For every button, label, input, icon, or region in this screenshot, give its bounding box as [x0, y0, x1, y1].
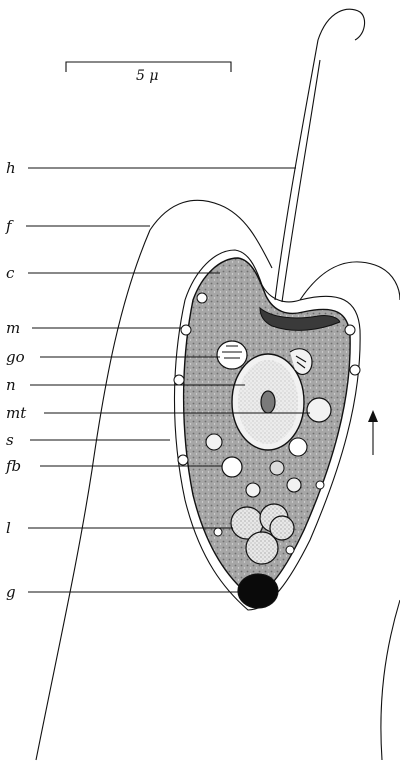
label-s: s	[6, 431, 14, 449]
labels: h f c m go n mt s fb l g	[5, 159, 27, 601]
scale-bar-label: 5 μ	[136, 68, 158, 84]
label-fb: fb	[5, 457, 21, 475]
nucleus	[232, 354, 304, 450]
up-arrow-icon	[368, 410, 378, 455]
label-m: m	[6, 319, 20, 337]
label-n: n	[6, 376, 16, 394]
label-mt: mt	[6, 404, 27, 422]
host-outline-right-lower	[381, 600, 400, 760]
label-g: g	[6, 583, 16, 601]
flagellum-inner	[282, 60, 320, 302]
label-c: c	[6, 264, 15, 282]
label-l: l	[6, 519, 11, 537]
label-go: go	[6, 348, 25, 366]
label-h: h	[6, 159, 16, 177]
host-outline-right	[300, 262, 400, 300]
scale-bar: 5 μ	[66, 62, 231, 84]
label-f: f	[5, 217, 14, 235]
granule	[238, 574, 278, 608]
